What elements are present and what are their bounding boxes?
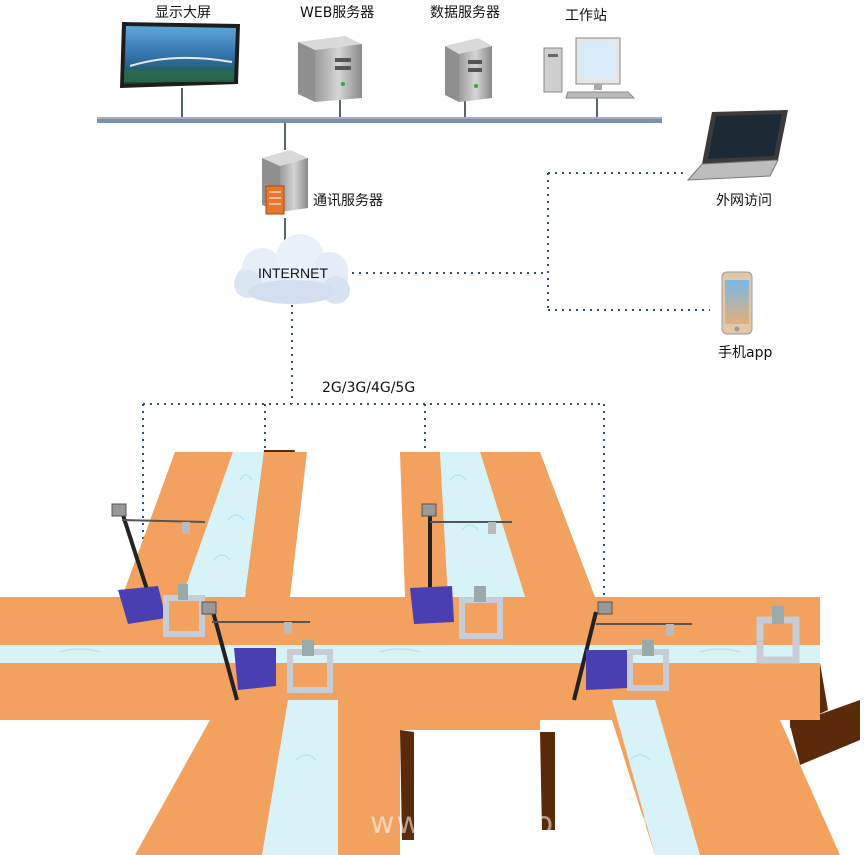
sluice-gate-right bbox=[756, 606, 800, 664]
external-access-label: 外网访问 bbox=[716, 193, 772, 209]
comm-server-label: 通讯服务器 bbox=[313, 193, 383, 209]
network-types-label: 2G/3G/4G/5G bbox=[322, 380, 416, 396]
internet-label: INTERNET bbox=[258, 265, 328, 281]
monitoring-station-2 bbox=[201, 601, 333, 701]
workstation-icon bbox=[543, 37, 636, 99]
web-server-icon bbox=[298, 36, 362, 102]
data-server-label: 数据服务器 bbox=[430, 5, 500, 21]
display-screen-icon bbox=[120, 22, 240, 88]
phone-icon bbox=[721, 271, 753, 335]
web-server-label: WEB服务器 bbox=[300, 5, 375, 21]
monitoring-station-1 bbox=[111, 503, 206, 637]
monitoring-station-3 bbox=[410, 503, 512, 639]
mobile-app-label: 手机app bbox=[718, 345, 773, 361]
comm-server-icon bbox=[262, 150, 308, 215]
workstation-label: 工作站 bbox=[565, 8, 607, 24]
watermark: www.rainiot.com bbox=[370, 806, 651, 841]
monitoring-station-4 bbox=[572, 601, 692, 701]
network-bus bbox=[97, 88, 662, 150]
internet-cloud-icon bbox=[234, 234, 350, 304]
laptop-icon bbox=[686, 110, 788, 181]
data-server-icon bbox=[445, 38, 492, 102]
display-screen-label: 显示大屏 bbox=[155, 5, 211, 21]
